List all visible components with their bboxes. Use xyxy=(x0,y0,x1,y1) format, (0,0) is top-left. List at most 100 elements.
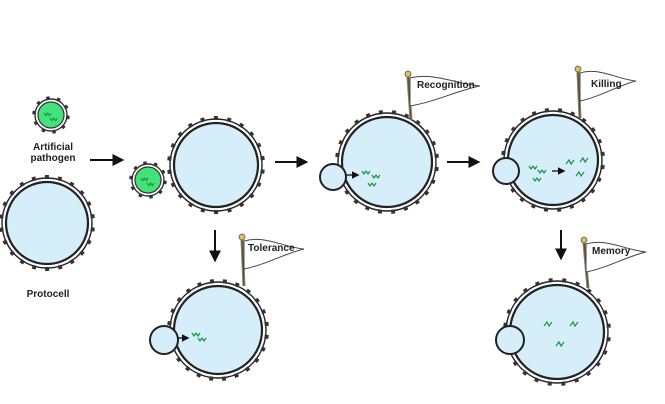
membrane-protein-icon xyxy=(170,308,176,314)
membrane-protein-icon xyxy=(221,376,227,381)
membrane-protein-icon xyxy=(589,187,596,194)
membrane-protein-icon xyxy=(200,117,206,123)
membrane-protein-icon xyxy=(264,321,269,327)
membrane-protein-icon xyxy=(414,199,420,205)
membrane-protein-icon xyxy=(142,161,148,166)
flag-icon xyxy=(243,238,305,270)
membrane-protein-icon xyxy=(530,203,537,209)
membrane-protein-icon xyxy=(253,357,260,364)
artificial-pathogen-label-line2: pathogen xyxy=(30,153,76,164)
membrane-protein-icon xyxy=(580,117,587,124)
membrane-protein-icon xyxy=(90,214,95,219)
membrane-protein-icon xyxy=(544,108,550,113)
membrane-protein-icon xyxy=(32,110,37,115)
protocell-memory xyxy=(495,278,611,386)
engulfed-pathogen-vesicle xyxy=(495,325,525,355)
flag-pole-top xyxy=(238,233,246,241)
membrane-protein-icon xyxy=(167,320,172,326)
pathogen-body xyxy=(37,101,65,129)
membrane-protein-icon xyxy=(520,117,526,123)
membrane-protein-icon xyxy=(148,194,154,199)
membrane-protein-icon xyxy=(543,207,549,212)
membrane-protein-icon xyxy=(596,138,603,144)
membrane-protein-icon xyxy=(41,127,46,133)
engulfed-pathogen-vesicle xyxy=(149,325,179,355)
pathogen-fragment-icon xyxy=(49,117,58,122)
membrane-protein-icon xyxy=(504,137,510,144)
membrane-protein-icon xyxy=(209,279,215,284)
membrane-protein-icon xyxy=(69,258,75,265)
membrane-protein-icon xyxy=(335,152,340,158)
membrane-protein-icon xyxy=(185,288,192,294)
membrane-protein-icon xyxy=(226,207,232,213)
membrane-protein-icon xyxy=(138,192,143,198)
membrane-protein-icon xyxy=(531,110,537,117)
membrane-protein-icon xyxy=(403,205,409,212)
cell-membrane xyxy=(340,115,434,209)
pathogen-fragment-icon xyxy=(146,182,155,187)
membrane-protein-icon xyxy=(90,227,95,232)
approaching-pathogen xyxy=(129,161,167,199)
membrane-protein-icon xyxy=(590,127,596,133)
pathogen-shell xyxy=(131,163,165,197)
membrane-protein-icon xyxy=(580,197,586,203)
pathogen-fragment-icon xyxy=(197,337,207,342)
protocell-label: Protocell xyxy=(26,289,70,300)
cell-outer-membrane xyxy=(337,112,437,212)
membrane-protein-icon xyxy=(57,264,63,270)
membrane-protein-icon xyxy=(36,100,42,106)
membrane-protein-icon xyxy=(522,370,528,376)
membrane-protein-icon xyxy=(390,209,396,214)
membrane-protein-icon xyxy=(574,281,580,287)
tolerance-flag xyxy=(238,233,305,287)
protocell-tolerance xyxy=(149,279,269,381)
membrane-protein-icon xyxy=(414,119,421,126)
membrane-protein-icon xyxy=(2,239,8,245)
membrane-protein-icon xyxy=(434,153,439,159)
membrane-protein-icon xyxy=(238,201,245,208)
flag-pole-core xyxy=(241,239,245,287)
pathogen-fragment-icon xyxy=(367,182,377,187)
flag-icon xyxy=(579,70,637,102)
membrane-protein-icon xyxy=(600,151,605,157)
membrane-protein-icon xyxy=(130,185,136,191)
membrane-protein-icon xyxy=(19,181,25,188)
protocell-killing xyxy=(492,108,605,212)
membrane-protein-icon xyxy=(233,372,240,379)
engulfed-pathogen-vesicle xyxy=(319,163,347,191)
membrane-protein-icon xyxy=(260,169,265,174)
membrane-protein-icon xyxy=(391,110,397,115)
membrane-protein-icon xyxy=(573,377,580,383)
pathogen-fragment-icon xyxy=(555,340,565,348)
membrane-protein-icon xyxy=(561,381,566,386)
membrane-protein-icon xyxy=(596,176,602,183)
membrane-protein-icon xyxy=(510,126,517,133)
membrane-protein-icon xyxy=(595,361,601,367)
membrane-protein-icon xyxy=(162,180,167,185)
membrane-protein-icon xyxy=(2,201,8,207)
membrane-protein-icon xyxy=(338,139,344,146)
membrane-protein-icon xyxy=(585,370,592,377)
membrane-protein-icon xyxy=(9,190,15,196)
pathogen-fragment-icon xyxy=(191,332,201,337)
membrane-protein-icon xyxy=(248,192,255,199)
artificial-pathogen-label-line1: Artificial xyxy=(32,142,73,153)
membrane-protein-icon xyxy=(354,119,360,125)
flag-pole-top xyxy=(574,65,582,73)
pathogen-fragment-icon xyxy=(140,177,149,182)
membrane-protein-icon xyxy=(364,205,371,211)
pathogen-body xyxy=(134,166,162,194)
flag-label-killing: Killing xyxy=(591,79,622,90)
membrane-protein-icon xyxy=(602,349,608,355)
recognition-flag xyxy=(404,70,481,121)
membrane-protein-icon xyxy=(548,278,553,283)
artificial-pathogen-label: Artificial pathogen xyxy=(23,142,83,164)
membrane-protein-icon xyxy=(234,282,240,288)
membrane-protein-icon xyxy=(196,372,202,378)
membrane-protein-icon xyxy=(424,129,430,135)
membrane-protein-icon xyxy=(86,201,92,207)
membrane-protein-icon xyxy=(133,165,139,171)
membrane-protein-icon xyxy=(222,279,228,284)
killing-flag xyxy=(574,65,637,119)
membrane-protein-icon xyxy=(244,366,251,372)
